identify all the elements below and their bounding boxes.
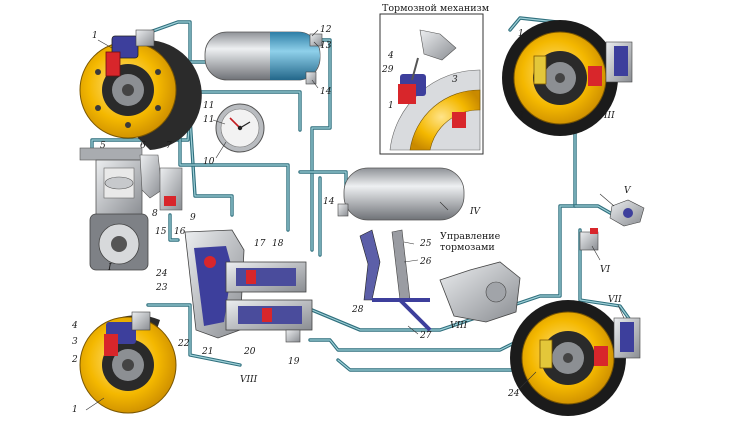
label-mech-1: 1 [388, 101, 394, 111]
valve-group-right [579, 199, 645, 251]
label-tl-1: 1 [92, 31, 98, 41]
callout-labels: 1 12 13 14 11 11 10 4 29 3 1 1 2 III 5 6… [71, 25, 632, 415]
label-bl-1: 1 [72, 405, 78, 415]
label-7: 7 [166, 141, 172, 151]
control-title-line2: тормозами [440, 242, 495, 253]
label-mech-3: 3 [452, 75, 458, 85]
label-mech-4: 4 [387, 51, 394, 61]
brake-valve-assembly [184, 229, 313, 343]
label-bl-2: 2 [71, 355, 78, 365]
label-11-b: 11 [203, 115, 214, 125]
label-8: 8 [152, 209, 158, 219]
label-11-a: 11 [203, 101, 214, 111]
label-24: 24 [155, 269, 168, 279]
label-tr-2: 2 [517, 111, 524, 121]
label-IV: IV [469, 207, 482, 217]
label-bl-4: 4 [71, 321, 78, 331]
label-18: 18 [272, 239, 284, 249]
label-17: 17 [254, 239, 266, 249]
label-16: 16 [174, 227, 186, 237]
label-19: 19 [288, 357, 300, 367]
label-20: 20 [243, 347, 256, 357]
wheel-brake-front-right [502, 20, 633, 136]
control-title-line1: Управление [440, 231, 501, 242]
mechanism-title: Тормозной механизм [382, 3, 490, 14]
wheel-brake-rear-left [79, 311, 177, 414]
label-28: 28 [351, 305, 364, 315]
label-25: 25 [419, 239, 432, 249]
label-br-VII: VII [608, 295, 622, 305]
label-bl-22: 22 [177, 339, 190, 349]
label-13: 13 [320, 41, 332, 51]
brake-mechanism-inset [379, 13, 484, 155]
air-receiver-right [337, 167, 465, 221]
label-mech-29: 29 [381, 65, 394, 75]
label-tr-1: 1 [518, 29, 524, 39]
label-15: 15 [155, 227, 167, 237]
air-receiver-top [204, 31, 323, 85]
label-21: 21 [201, 347, 213, 357]
label-26: 26 [419, 257, 432, 267]
label-V: V [624, 186, 632, 196]
pedal-control [359, 229, 521, 332]
pressure-gauge [215, 103, 265, 153]
label-23: 23 [155, 283, 168, 293]
label-VI: VI [600, 265, 610, 275]
label-14-top: 14 [320, 87, 332, 97]
label-12: 12 [320, 25, 332, 35]
leader-lines [85, 29, 625, 411]
label-VIII-valve: VIII [240, 375, 258, 385]
label-br-24: 24 [507, 389, 520, 399]
label-VIII-control: VIII [450, 321, 468, 331]
label-6: 6 [140, 141, 146, 151]
label-I: I [107, 263, 112, 273]
wheel-brake-front-left [79, 29, 202, 150]
wheel-brake-rear-right [510, 300, 641, 416]
label-bl-3: 3 [72, 337, 78, 347]
label-10: 10 [203, 157, 215, 167]
label-27: 27 [419, 331, 432, 341]
label-5: 5 [100, 141, 106, 151]
air-compressor [79, 147, 183, 271]
label-tr-III: III [603, 111, 615, 121]
label-9: 9 [190, 213, 196, 223]
label-14-right: 14 [323, 197, 335, 207]
